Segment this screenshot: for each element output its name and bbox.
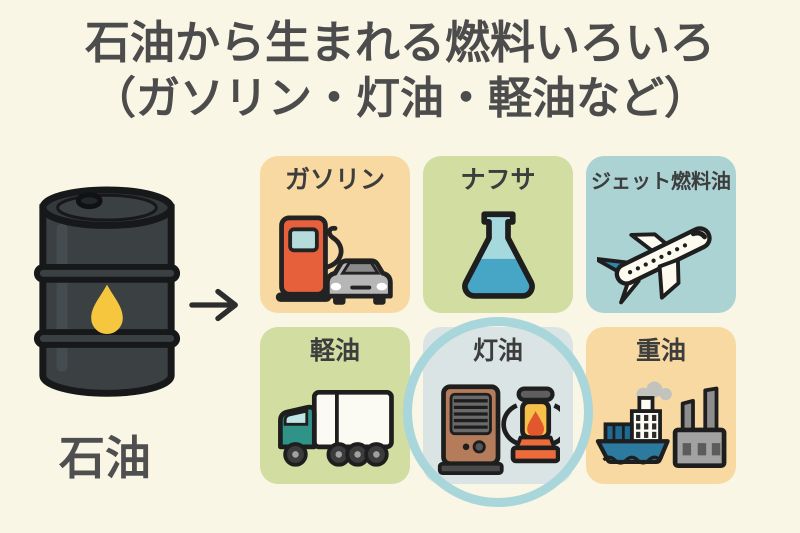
- flask-icon: [461, 211, 535, 299]
- card-label-diesel: 軽油: [309, 337, 360, 365]
- card-label-kerosene: 灯油: [472, 337, 523, 365]
- card-diesel: 軽油: [260, 327, 410, 484]
- card-gasoline: ガソリン: [260, 156, 410, 313]
- card-label-naphtha: ナフサ: [460, 166, 536, 194]
- card-heavy-oil: 重油: [586, 327, 736, 484]
- card-label-jet-fuel: ジェット燃料油: [591, 171, 731, 193]
- oil-barrel-icon: [33, 186, 181, 397]
- ship-factory-icon: [595, 381, 727, 469]
- title-line-2: （ガソリン・灯油・軽油など）: [92, 74, 708, 123]
- truck-icon: [278, 389, 394, 467]
- card-kerosene: 灯油: [423, 327, 573, 484]
- card-label-heavy-oil: 重油: [635, 337, 686, 365]
- card-naphtha: ナフサ: [423, 156, 573, 313]
- title-line-1: 石油から生まれる燃料いろいろ: [84, 17, 715, 68]
- airplane-icon: [597, 226, 712, 305]
- card-label-gasoline: ガソリン: [284, 166, 385, 194]
- heater-lantern-icon: [437, 384, 560, 476]
- card-jet-fuel: ジェット燃料油: [586, 156, 736, 313]
- gas-pump-car-icon: [275, 215, 393, 305]
- arrow-right-icon: [189, 288, 238, 322]
- source-label: 石油: [59, 432, 151, 484]
